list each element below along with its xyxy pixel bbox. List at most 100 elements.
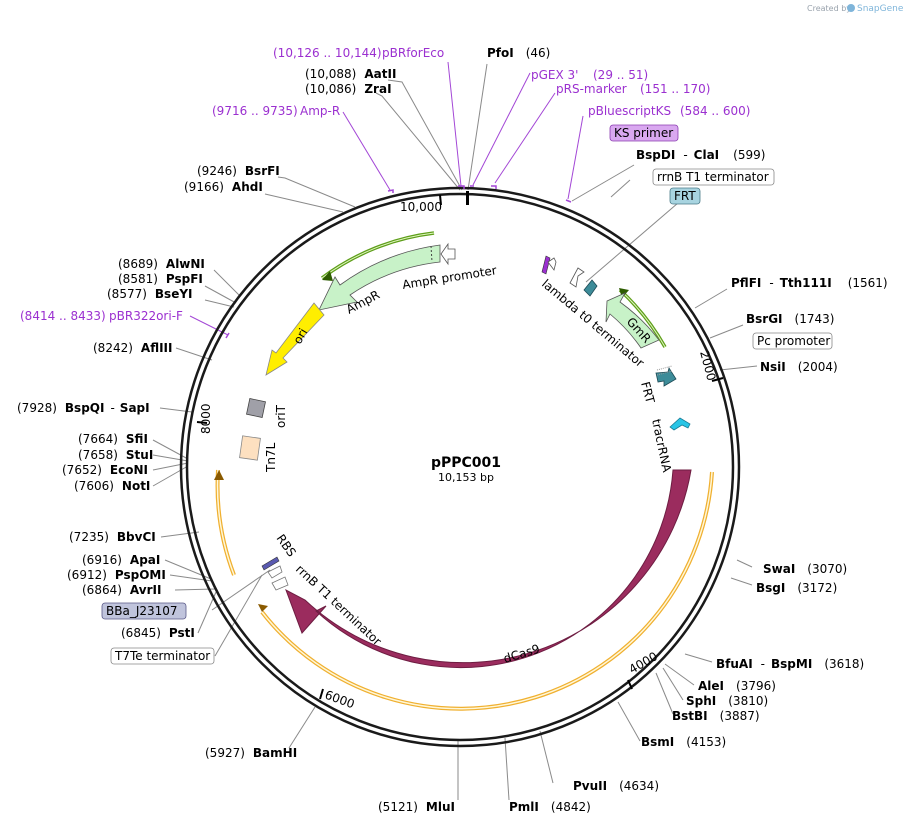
svg-text:BspDI-ClaI(599): BspDI-ClaI(599) — [636, 148, 765, 162]
enzyme-bspmi[interactable]: BspMI — [771, 657, 812, 671]
enzyme-noti[interactable]: NotI — [122, 479, 151, 493]
enzyme-apai[interactable]: ApaI — [130, 553, 160, 567]
t7te-label: T7Te terminator — [114, 649, 210, 663]
enzyme-bstbi[interactable]: BstBI — [672, 709, 708, 723]
enzyme-clai[interactable]: ClaI — [694, 148, 719, 162]
enzyme-bsmi[interactable]: BsmI — [641, 735, 674, 749]
frt-marker[interactable] — [655, 366, 677, 387]
enzyme-bbvci[interactable]: BbvCI — [117, 530, 156, 544]
primer-pbluescriptks[interactable]: pBluescriptKS — [588, 104, 671, 118]
enzyme-pfoi[interactable]: PfoI — [487, 46, 514, 60]
ks-primer-label: KS primer — [614, 126, 673, 140]
primer-pgex3[interactable]: pGEX 3' — [531, 68, 578, 82]
enzyme-pos-swai: (3070) — [807, 562, 847, 576]
rrnb-t1-terminator-box[interactable]: rrnB T1 terminator — [652, 168, 775, 186]
enzyme-pvuii[interactable]: PvuII — [573, 779, 607, 793]
enzyme-pos-sfii: (7664) — [78, 432, 118, 446]
ampr-arrow[interactable] — [318, 244, 441, 311]
rbs-label: RBS — [274, 532, 299, 560]
enzyme-pspomi[interactable]: PspOMI — [115, 568, 166, 582]
enzyme-bsrfi[interactable]: BsrFI — [245, 164, 280, 178]
enzyme-psti[interactable]: PstI — [169, 626, 195, 640]
enzyme-alwni[interactable]: AlwNI — [166, 257, 205, 271]
primer-ampr[interactable]: Amp-R — [300, 104, 340, 118]
enzyme-alei[interactable]: AleI — [698, 679, 724, 693]
orange-arcs — [214, 469, 714, 711]
enzyme-bsrgi[interactable]: BsrGI — [746, 312, 783, 326]
enzyme-pspfi[interactable]: PspFI — [166, 272, 203, 286]
enzyme-pmli[interactable]: PmlI — [509, 800, 539, 814]
enzyme-pos-bsrfi: (9246) — [197, 164, 237, 178]
lambda-marker[interactable] — [547, 257, 557, 271]
enzyme-ahdi[interactable]: AhdI — [232, 180, 263, 194]
enzyme-bamhi[interactable]: BamHI — [253, 746, 297, 760]
svg-text:(7235)BbvCI: (7235)BbvCI — [69, 530, 156, 544]
ks-primer-box[interactable]: KS primer — [609, 124, 679, 142]
enzyme-pos-bseyi: (8577) — [107, 287, 147, 301]
enzyme-pos-avrii: (6864) — [82, 583, 122, 597]
ori-arrow[interactable] — [265, 302, 325, 376]
enzyme-sapi[interactable]: SapI — [120, 401, 150, 415]
tick-label-6000: 6000 — [323, 688, 356, 712]
primer-pbrforeco[interactable]: pBRforEco — [382, 46, 444, 60]
dcas9-arrow[interactable] — [285, 469, 692, 669]
svg-text:PmlI(4842): PmlI(4842) — [509, 800, 591, 814]
enzyme-pos-econi: (7652) — [62, 463, 102, 477]
enzyme-bsgi[interactable]: BsgI — [756, 581, 785, 595]
svg-text:(5927)BamHI: (5927) BamHI — [205, 746, 297, 760]
primer-pbr322ori[interactable]: pBR322ori-F — [109, 309, 183, 323]
ampr-promoter-label: AmpR promoter — [401, 263, 497, 292]
enzyme-aatii[interactable]: AatII — [364, 67, 396, 81]
dcas9-label: dCas9 — [502, 642, 542, 666]
enzyme-pos-ahdi: (9166) — [184, 180, 224, 194]
enzyme-pos-pfoi: (46) — [526, 46, 551, 60]
ampr-promoter-arrow[interactable] — [440, 242, 456, 266]
enzyme-tth111i[interactable]: Tth111I — [780, 276, 832, 290]
enzyme-pos-noti: (7606) — [74, 479, 114, 493]
enzyme-pos-pspomi: (6912) — [67, 568, 107, 582]
svg-text:BsrGI(1743): BsrGI(1743) — [746, 312, 834, 326]
primer-prsmarker[interactable]: pRS-marker — [556, 82, 627, 96]
enzyme-nsii[interactable]: NsiI — [760, 360, 786, 374]
enzyme-pflfi[interactable]: PflFI — [731, 276, 761, 290]
svg-text:(10,086)ZraI: (10,086) ZraI — [305, 82, 392, 96]
enzyme-pos-nsii: (2004) — [798, 360, 838, 374]
enzyme-zrai[interactable]: ZraI — [364, 82, 391, 96]
tn7l-box[interactable] — [239, 435, 261, 461]
enzyme-pos-sphi: (3810) — [728, 694, 768, 708]
svg-text:(7664)SfiI: (7664) SfiI — [78, 432, 148, 446]
enzyme-stui[interactable]: StuI — [126, 448, 153, 462]
enzyme-bspdi[interactable]: BspDI — [636, 148, 675, 162]
rrnb-t1-top-label: rrnB T1 terminator — [657, 170, 769, 184]
enzyme-bseyi[interactable]: BseYI — [155, 287, 193, 301]
t7te-terminator-box[interactable]: T7Te terminator — [110, 647, 215, 665]
enzyme-swai[interactable]: SwaI — [763, 562, 795, 576]
frt-marker-top[interactable] — [583, 279, 598, 297]
orit-label: oriT — [274, 404, 288, 428]
enzyme-pos-bamhi: (5927) — [205, 746, 245, 760]
enzyme-sphi[interactable]: SphI — [686, 694, 716, 708]
primer-marks — [225, 185, 572, 339]
pc-promoter-box[interactable]: Pc promoter — [752, 332, 833, 350]
enzyme-sfii[interactable]: SfiI — [126, 432, 148, 446]
enzyme-avrii[interactable]: AvrII — [130, 583, 162, 597]
enzyme-econi[interactable]: EcoNI — [110, 463, 148, 477]
gmr-arrow[interactable] — [605, 292, 660, 349]
enzyme-labels: PfoI(46) (10,088)AatII (10,086)ZraI BspD… — [17, 46, 888, 814]
enzyme-bspqi[interactable]: BspQI — [65, 401, 105, 415]
tracrrna-marker[interactable] — [669, 417, 691, 431]
svg-text:(9166)AhdI: (9166) AhdI — [184, 180, 263, 194]
rbs-marker[interactable] — [261, 556, 280, 571]
enzyme-pos-zrai: (10,086) — [305, 82, 356, 96]
enzyme-bfuai[interactable]: BfuAI — [716, 657, 753, 671]
enzyme-aflii[interactable]: AflIII — [141, 341, 173, 355]
svg-text:(5121)MluI: (5121)MluI — [378, 800, 455, 814]
svg-text:(6916)ApaI: (6916)ApaI — [82, 553, 160, 567]
enzyme-pos-bfuai: (3618) — [824, 657, 864, 671]
enzyme-mlui[interactable]: MluI — [426, 800, 455, 814]
enzyme-pos-bsmi: (4153) — [686, 735, 726, 749]
frt-box[interactable]: FRT — [669, 187, 701, 205]
orit-box[interactable] — [246, 398, 266, 418]
enzyme-pos-alei: (3796) — [736, 679, 776, 693]
bba-box[interactable]: BBa_J23107 — [101, 602, 187, 620]
